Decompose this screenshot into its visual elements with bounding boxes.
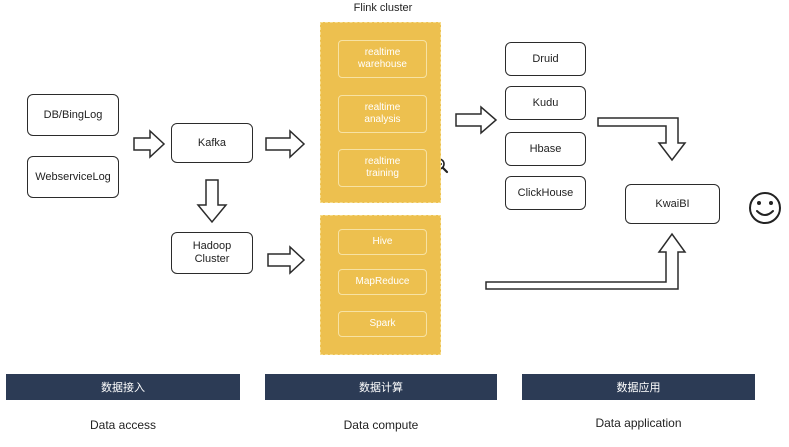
store-druid: Druid [505,42,586,76]
store-clickhouse: ClickHouse [505,176,586,210]
arrow-sources-to-kafka [133,129,166,159]
hadoop-cluster-node: Hadoop Cluster [171,232,253,274]
caption-data-application: Data application [595,416,682,430]
caption-data-compute: Data compute [343,418,419,432]
arrow-flink-to-stores [455,105,498,135]
webservice-log-node: WebserviceLog [27,156,119,198]
kwaibi-node: KwaiBI [625,184,720,224]
flink-job-realtime-analysis: realtime analysis [338,95,427,133]
batch-job-spark: Spark [338,311,427,337]
batch-job-mapreduce: MapReduce [338,269,427,295]
caption-data-access: Data access [89,418,157,432]
batch-job-hive: Hive [338,229,427,255]
arrow-batch-to-bi [485,232,687,290]
flink-job-realtime-training: realtime training [338,149,427,187]
flink-job-realtime-warehouse: realtime warehouse [338,40,427,78]
db-binglog-node: DB/BingLog [27,94,119,136]
kafka-node: Kafka [171,123,253,163]
smiley-icon [749,192,781,224]
arrow-kafka-to-flink [265,129,306,159]
arrow-hadoop-to-batch [267,245,306,275]
arrow-kafka-to-hadoop [196,179,228,224]
flink-cluster-panel: realtime warehouse realtime analysis rea… [320,22,441,203]
store-hbase: Hbase [505,132,586,166]
section-band-data-application: 数据应用 [522,374,755,400]
store-kudu: Kudu [505,86,586,120]
section-band-data-access: 数据接入 [6,374,240,400]
section-band-data-compute: 数据计算 [265,374,497,400]
batch-compute-panel: Hive MapReduce Spark [320,215,441,355]
flink-cluster-title: Flink cluster [353,2,413,14]
arrow-stores-to-bi [597,117,687,162]
